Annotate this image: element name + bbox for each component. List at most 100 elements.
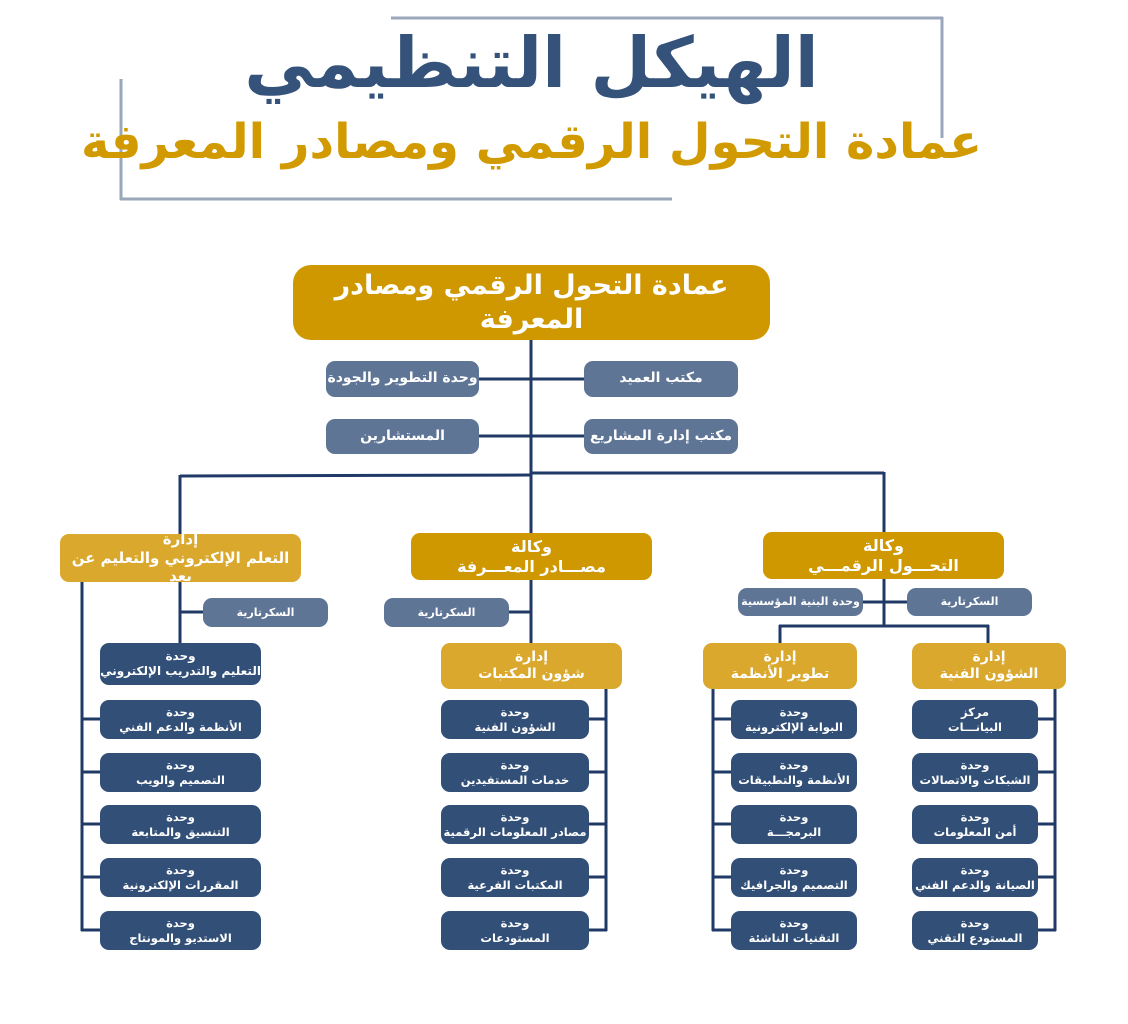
node-label: وحدة (960, 810, 990, 825)
node-label: الشبكات والاتصالات (919, 772, 1031, 787)
node-label: إدارة (972, 648, 1006, 665)
node-label: التصميم والويب (136, 772, 225, 787)
node-label: وحدة (779, 758, 809, 773)
node-label: المكتبات الفرعية (467, 877, 563, 892)
node-label: التحـــول الرقمـــي (808, 555, 959, 575)
connector-line (179, 473, 532, 478)
node-label: الصيانة والدعم الفني (915, 877, 1035, 892)
node-label: إدارة (162, 529, 199, 548)
node-label: المستشارين (360, 427, 445, 444)
node-label: البيانـــات (948, 719, 1002, 734)
node-label: وكالة (863, 535, 904, 555)
advisors-node: المستشارين (326, 419, 479, 454)
node-label: المستودعات (480, 930, 550, 945)
node-label: البوابة الإلكترونية (745, 719, 843, 734)
node-label: أمن المعلومات (933, 824, 1017, 839)
elearning-dept-node: إدارة التعلم الإلكتروني والتعليم عن بعد (60, 530, 301, 585)
node-label: خدمات المستفيدين (460, 772, 570, 787)
dean-office-node: مكتب العميد (584, 361, 738, 397)
node-label: التصميم والجرافيك (740, 877, 848, 892)
infrastructure-unit-node: وحدة البنية المؤسسية (738, 588, 863, 616)
node-label: مركز (960, 705, 990, 720)
node-label: التقنيات الناشئة (748, 930, 840, 945)
node-label: السكرتارية (236, 605, 295, 619)
node-label: المقررات الإلكترونية (122, 877, 239, 892)
knowledge-secretariat-node: السكرتارية (384, 598, 509, 627)
node-label: التعليم والتدريب الإلكتروني (100, 664, 261, 678)
node-label: وحدة التطوير والجودة (327, 370, 478, 387)
node-label: وحدة (500, 810, 530, 825)
library-affairs-dept-node: إدارة شؤون المكتبات (441, 643, 622, 689)
elearning-training-unit-node: وحدة التعليم والتدريب الإلكتروني (100, 643, 261, 685)
node-label: وحدة (500, 916, 530, 931)
node-label: وحدة (166, 758, 195, 773)
node-label: وحدة (960, 916, 990, 931)
node-label: وحدة (166, 705, 195, 720)
node-label: التنسيق والمتابعة (131, 824, 230, 839)
node-label: الشؤون الفنية (939, 666, 1039, 682)
systems-dev-dept-node: إدارة تطوير الأنظمة (703, 643, 857, 689)
node-label: شؤون المكتبات (478, 666, 585, 682)
node-label: وحدة (779, 705, 809, 720)
digital-agency-node: وكالة التحـــول الرقمـــي (763, 532, 1004, 579)
node-label: وحدة (500, 758, 530, 773)
node-label: وحدة (779, 916, 809, 931)
digital-secretariat-node: السكرتارية (907, 588, 1032, 616)
node-label: السكرتارية (417, 605, 476, 619)
root-label: عمادة التحول الرقمي ومصادر المعرفة (334, 269, 729, 335)
node-label: الشؤون الفنية (474, 719, 556, 734)
node-label: وحدة (166, 916, 195, 931)
elearning-secretariat-node: السكرتارية (203, 598, 328, 627)
node-label: إدارة (514, 648, 549, 665)
node-label: تطوير الأنظمة (730, 666, 830, 682)
technical-affairs-dept-node: إدارة الشؤون الفنية (912, 643, 1066, 689)
node-label: إدارة (763, 648, 797, 665)
node-label: السكرتارية (940, 595, 999, 609)
knowledge-agency-node: وكالة مصـــادر المعـــرفة (411, 533, 652, 580)
node-label: مكتب إدارة المشاريع (589, 427, 733, 444)
node-label: الاستديو والمونتاج (129, 930, 232, 945)
projects-office-node: مكتب إدارة المشاريع (584, 419, 738, 454)
node-label: وحدة (500, 863, 530, 878)
node-label: البرمجـــة (766, 824, 822, 839)
page-title: الهيكل التنظيمي (244, 22, 819, 104)
root-node: عمادة التحول الرقمي ومصادر المعرفة (293, 265, 770, 340)
node-label: المستودع التقني (927, 930, 1023, 945)
node-label: وحدة (779, 863, 809, 878)
node-label: مصادر المعلومات الرقمية (443, 824, 587, 839)
node-label: وحدة (165, 649, 196, 663)
node-label: وكالة (511, 536, 552, 556)
node-label: وحدة (166, 863, 195, 878)
node-label: وحدة البنية المؤسسية (741, 595, 860, 609)
node-label: وحدة (500, 705, 530, 720)
node-label: وحدة (960, 863, 990, 878)
node-label: الأنظمة والتطبيقات (738, 772, 850, 787)
node-label: التعلم الإلكتروني والتعليم عن بعد (71, 548, 290, 586)
node-label: مكتب العميد (619, 370, 703, 387)
development-quality-node: وحدة التطوير والجودة (326, 361, 479, 397)
node-label: الأنظمة والدعم الفني (119, 719, 242, 734)
node-label: وحدة (960, 758, 990, 773)
node-label: مصـــادر المعـــرفة (457, 556, 606, 576)
page-subtitle: عمادة التحول الرقمي ومصادر المعرفة (80, 114, 982, 170)
